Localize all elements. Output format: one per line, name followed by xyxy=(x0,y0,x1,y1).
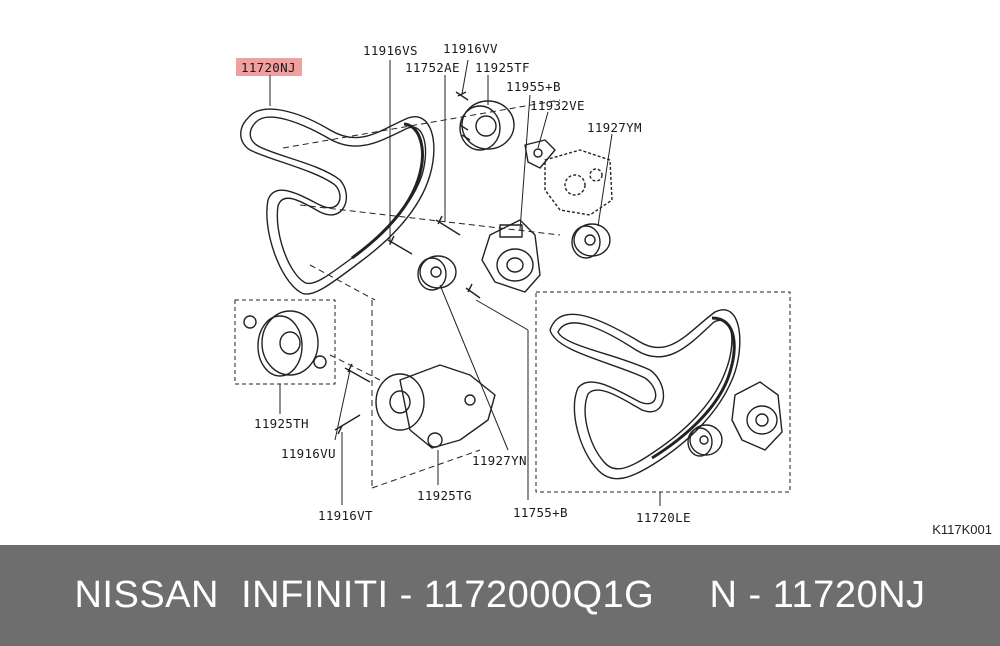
callout-11916VS: 11916VS xyxy=(363,43,418,58)
callout-11925TH: 11925TH xyxy=(254,416,309,431)
callout-11720NJ: 11720NJ xyxy=(241,60,296,75)
callout-11932VE: 11932VE xyxy=(530,98,585,113)
callout-11925TF: 11925TF xyxy=(475,60,530,75)
banner-text: NISSAN INFINITI - 1172000Q1G N - 11720NJ xyxy=(74,574,926,616)
bracket-11932VE xyxy=(524,139,556,169)
bracket-11927YM-support xyxy=(544,149,613,216)
callout-11752AE: 11752AE xyxy=(405,60,460,75)
callout-11916VV: 11916VV xyxy=(443,41,498,56)
pulley-11925TH xyxy=(243,310,327,377)
belt-diagram xyxy=(234,59,791,506)
callout-11755B: 11755+B xyxy=(513,505,568,520)
belt-11720LE xyxy=(549,309,741,480)
callout-11720LE: 11720LE xyxy=(636,510,691,525)
part-highlight xyxy=(236,58,302,76)
figure-code: K117K001 xyxy=(932,522,992,537)
idler-11927YM xyxy=(571,223,611,259)
idler-11927YN xyxy=(417,255,457,291)
callout-11927YM: 11927YM xyxy=(587,120,642,135)
callout-11916VU: 11916VU xyxy=(281,446,336,461)
callout-11925TG: 11925TG xyxy=(417,488,472,503)
idler-lower-right xyxy=(687,424,723,457)
part-number-banner: NISSAN INFINITI - 1172000Q1G N - 11720NJ xyxy=(0,545,1000,646)
main-belt xyxy=(240,108,435,295)
pulley-11925TF xyxy=(459,100,515,151)
callout-11955B-top: 11955+B xyxy=(506,79,561,94)
callout-11927YN: 11927YN xyxy=(472,453,527,468)
tensioner-lower-right xyxy=(731,381,783,451)
tensioner-11925TG xyxy=(375,364,496,449)
tensioner-center xyxy=(481,219,541,293)
callout-11916VT: 11916VT xyxy=(318,508,373,523)
